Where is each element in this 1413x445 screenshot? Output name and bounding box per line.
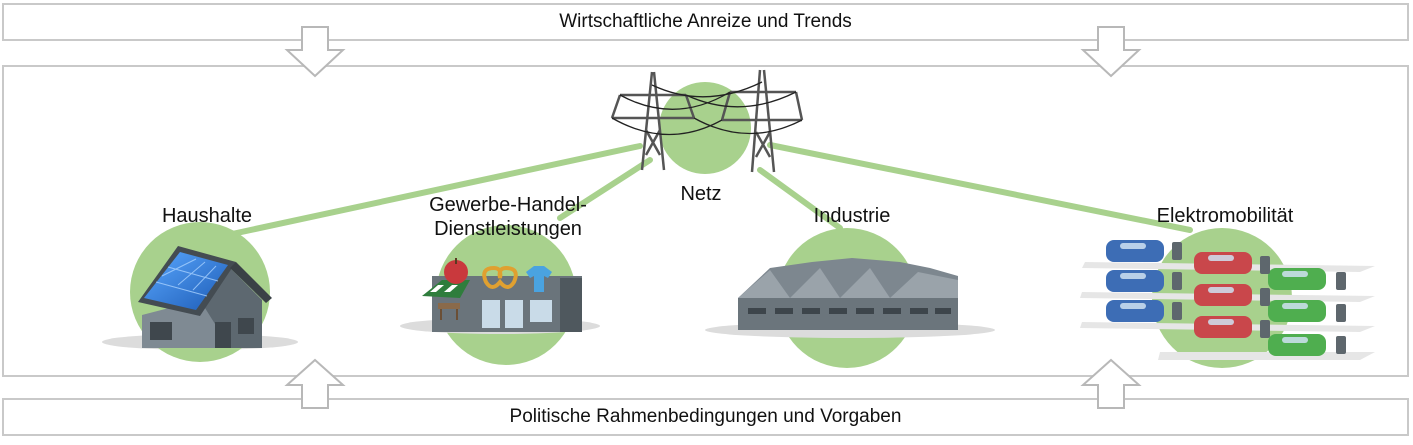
apple-sign-icon [444,260,468,284]
gewerbe-label-line1: Gewerbe-Handel- [429,194,587,216]
shops-icon [422,258,582,332]
gewerbe-label-line2: Dienstleistungen [434,218,582,240]
house-icon [138,246,272,348]
power-cables-icon [611,81,803,136]
gewerbe-label: Gewerbe-Handel- Dienstleistungen [398,193,618,241]
up-arrow-left [284,358,346,409]
down-arrow-right [1080,26,1142,78]
power-tower-right-icon [720,69,804,173]
industrie-label: Industrie [813,205,891,227]
factory-icon [738,258,958,330]
cars-blue-icon [1106,240,1164,322]
car-windows [1120,243,1308,343]
netz-label: Netz [680,183,722,205]
up-arrow-right [1080,358,1142,409]
connection-haushalte [229,143,643,237]
shirt-sign-icon [526,266,552,292]
connection-industrie [757,167,843,231]
political-framework-label: Politische Rahmenbedingungen und Vorgabe… [509,406,902,427]
political-framework-band: Politische Rahmenbedingungen und Vorgabe… [2,398,1409,436]
pretzel-sign-icon [482,265,518,289]
down-arrow-left [284,26,346,78]
charging-stations-icon [1172,242,1346,354]
industrie-node [705,228,995,368]
cars-red-icon [1194,252,1252,338]
connection-elektromobilitaet [767,142,1193,233]
economic-incentives-label: Wirtschaftliche Anreize und Trends [559,11,852,32]
haushalte-label: Haushalte [161,205,253,227]
gewerbe-node [400,225,600,365]
connection-gewerbe [557,157,653,221]
haushalte-node [102,222,298,362]
connection-lines [229,142,1193,237]
netz-node [610,69,804,174]
elektromobilitaet-node [1080,228,1375,368]
economic-incentives-band: Wirtschaftliche Anreize und Trends [2,3,1409,41]
elektromobilitaet-label: Elektromobilität [1156,205,1294,227]
